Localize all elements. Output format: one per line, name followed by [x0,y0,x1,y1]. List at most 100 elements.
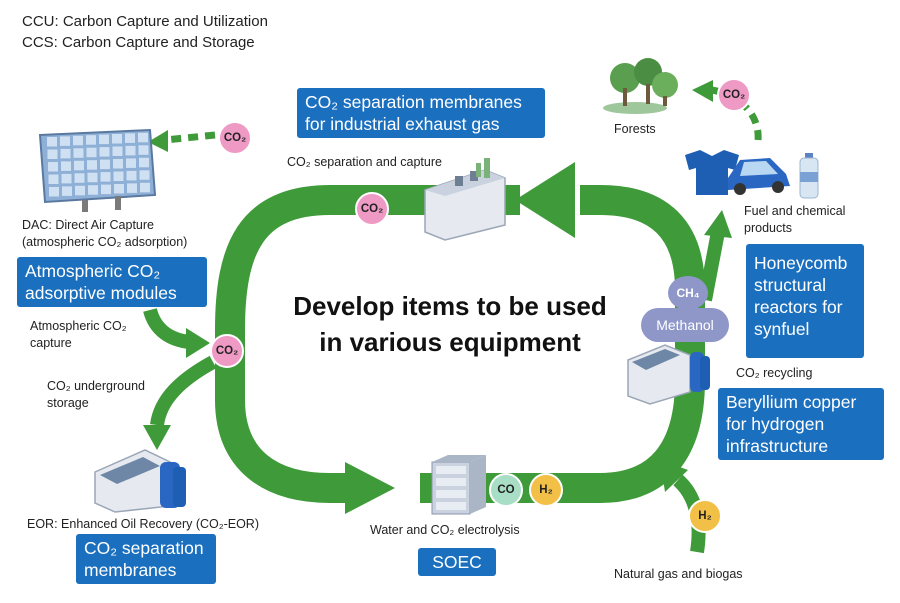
label-eor: EOR: Enhanced Oil Recovery (CO₂-EOR) [27,517,260,531]
center-title-line1: Develop items to be used [293,291,607,321]
solar-cell [101,184,111,195]
box-beryllium-line1: Beryllium copper [726,392,857,412]
solar-cell [126,170,137,181]
box-honeycomb-line2: structural [754,275,826,295]
badge-h2-natural-gas: H₂ [688,499,722,533]
solar-cell [100,172,111,182]
solar-cell [60,148,71,159]
forest-icon [603,58,678,114]
center-title-line2: in various equipment [319,327,581,357]
solar-cell [125,145,136,156]
solar-cell [114,184,124,194]
soec-stack-icon [431,455,486,515]
box-soec: SOEC [418,548,496,576]
box-beryllium-line3: infrastructure [726,436,829,456]
label-underground-line2: storage [47,396,89,410]
box-industrial-membranes: CO₂ separation membranes for industrial … [297,88,545,138]
atmospheric-capture-arrow [143,307,192,349]
label-atmospheric-capture: Atmospheric CO₂ capture [30,318,127,352]
solar-cell [73,148,84,158]
eor-facility-icon [94,449,186,513]
dashed-arrow-forests [692,80,762,141]
solar-cell [88,185,98,195]
solar-cell [74,160,84,171]
solar-cell [61,161,71,171]
label-underground: CO₂ underground storage [47,378,145,412]
center-title: Develop items to be used in various equi… [270,288,630,360]
box-honeycomb-line1: Honeycomb [754,253,848,273]
solar-cell [125,133,135,143]
solar-cell [127,183,137,193]
label-co2-recycling: CO₂ recycling [736,366,813,380]
solar-cell [60,136,70,146]
solar-cell [74,173,85,183]
badge-co: CO [489,473,523,507]
solar-cell [139,170,150,180]
box-eor-membranes: CO₂ separation membranes [76,534,216,584]
car-icon [728,158,790,195]
solar-cell [86,147,97,158]
badge-co2-dac: CO₂ [218,121,252,155]
box-atmospheric-line1: Atmospheric CO₂ [25,261,161,281]
solar-cell [87,160,97,170]
solar-cell [48,162,58,172]
loop-arrowhead-top [515,162,575,238]
badge-h2-loop: H₂ [529,473,563,507]
box-eor-line1: CO₂ separation [84,538,204,558]
label-fuel-line1: Fuel and chemical [744,204,846,218]
box-beryllium-copper: Beryllium copper for hydrogen infrastruc… [718,388,884,460]
badge-methanol: Methanol [641,308,729,342]
solar-cell [112,134,122,144]
solar-cell [140,182,150,193]
solar-cell [75,185,85,196]
badge-co2-forests: CO₂ [717,78,751,112]
solar-cell [99,134,109,145]
box-honeycomb-line3: reactors for [754,297,843,317]
solar-cell [126,158,136,168]
solar-cell [47,137,57,147]
solar-cell [139,157,149,168]
atmospheric-capture-arrowhead [186,328,210,358]
tshirt-icon [685,150,739,195]
fuel-branch-arrowhead [704,210,732,238]
loop-arrowhead-bottom [345,462,395,514]
solar-cell [99,147,110,157]
solar-cell [48,174,59,184]
box-beryllium-line2: for hydrogen [726,414,825,434]
label-fuel-line2: products [744,221,792,235]
bottle-icon [799,153,819,199]
label-dac: DAC: Direct Air Capture (atmospheric CO₂… [22,217,187,251]
recycling-facility-icon [627,344,710,405]
factory-top-icon [424,158,506,241]
box-honeycomb-reactors: Honeycomb structural reactors for synfue… [746,244,864,358]
legend-ccs: CCS: Carbon Capture and Storage [22,34,255,51]
badge-co2-capture: CO₂ [355,192,389,226]
label-forests: Forests [614,122,656,136]
box-honeycomb-line4: synfuel [754,319,810,339]
badge-ch4: CH₄ [668,276,708,310]
solar-cell [113,171,124,181]
underground-arrowhead [143,425,171,450]
box-atmospheric-modules: Atmospheric CO₂ adsorptive modules [17,257,207,307]
solar-cell [138,145,149,155]
label-dac-line2: (atmospheric CO₂ adsorption) [22,235,188,249]
label-separation-capture: CO₂ separation and capture [287,155,442,169]
solar-cell [113,159,123,169]
legend-ccu: CCU: Carbon Capture and Utilization [22,13,268,30]
solar-cell [73,135,83,146]
label-electrolysis: Water and CO₂ electrolysis [370,523,520,537]
label-atmospheric-capture-line2: capture [30,336,72,350]
label-underground-line1: CO₂ underground [47,379,145,393]
dashed-arrow-dac [148,130,216,152]
solar-cell [86,135,96,145]
box-atmospheric-line2: adsorptive modules [25,283,177,303]
solar-cell [138,132,148,143]
box-industrial-line1: CO₂ separation membranes [305,92,522,112]
solar-cell [62,186,72,196]
dac-solar-panel-icon [38,128,157,212]
solar-cell [47,149,58,159]
natural-gas-arrowhead [660,460,688,492]
solar-cell [112,146,123,156]
underground-arrow [150,355,217,427]
